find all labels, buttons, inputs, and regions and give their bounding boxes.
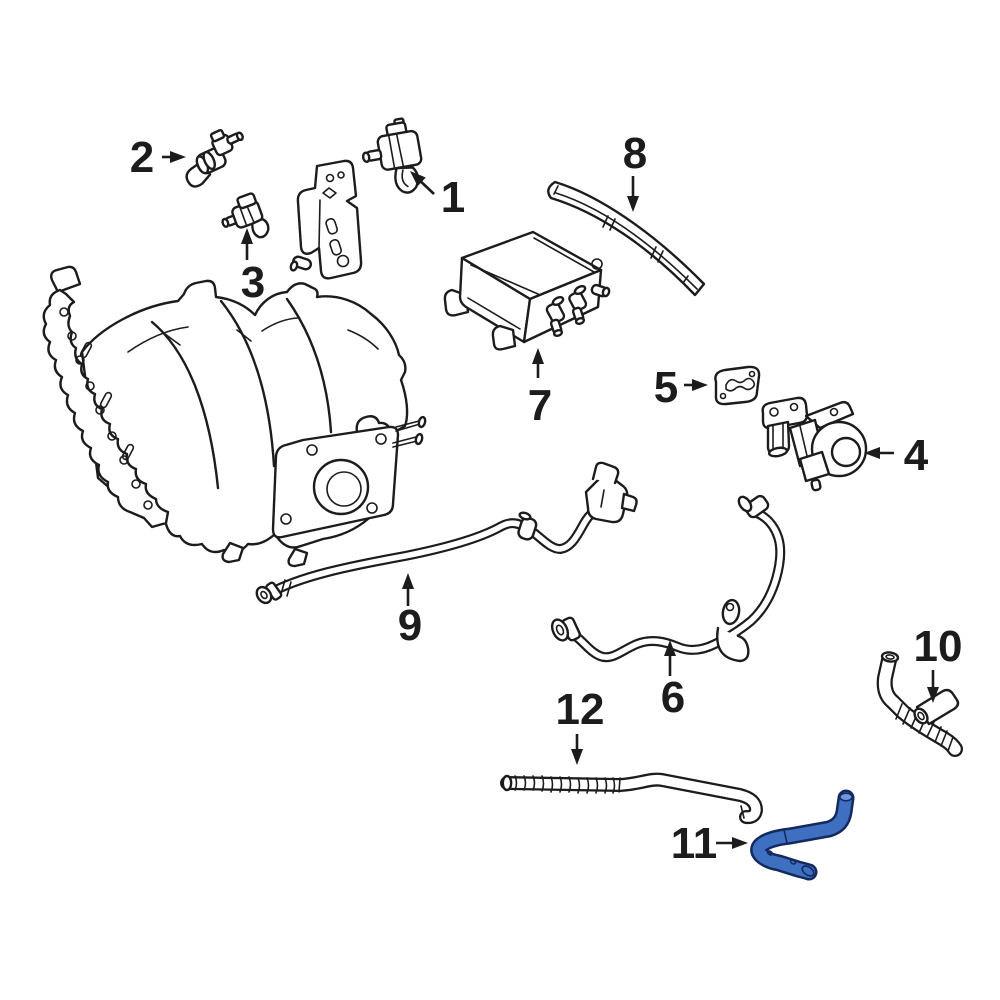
port-hole: [789, 402, 799, 412]
bolt-hole: [337, 171, 345, 179]
part-number-label[interactable]: 7: [528, 381, 552, 430]
hose-opening: [880, 651, 900, 663]
bolt-hole: [280, 513, 292, 525]
flange-bolt-holes: [59, 307, 153, 510]
hose-ribs: [514, 775, 616, 794]
callout-1[interactable]: 1: [406, 167, 465, 222]
bolt-hole: [719, 392, 727, 400]
canister-port: [568, 290, 588, 312]
part-number-label[interactable]: 2: [130, 133, 154, 182]
callout-7[interactable]: 7: [528, 348, 552, 430]
manifold-top-tab: [49, 265, 82, 294]
part-2-solenoid-valve-drawing: [185, 128, 244, 188]
part-number-label[interactable]: 9: [398, 601, 422, 650]
hose-ribs: [895, 703, 954, 752]
hose-seam: [783, 829, 788, 844]
highlight-hose-opening: [838, 792, 853, 802]
callout-2[interactable]: 2: [130, 133, 186, 182]
hose-opening: [501, 774, 513, 792]
canister-foot: [491, 324, 517, 351]
part-number-label[interactable]: 11: [671, 819, 718, 868]
bolt-hole: [325, 173, 335, 183]
part-number-label[interactable]: 6: [661, 673, 685, 722]
manifold-flange: [42, 288, 170, 529]
bolt-hole: [306, 444, 318, 456]
callout-11[interactable]: 11: [671, 819, 748, 868]
part-number-label[interactable]: 10: [914, 622, 963, 671]
callout-3[interactable]: 3: [241, 228, 265, 307]
part-1-solenoid-valve-drawing: [361, 117, 423, 194]
bolt-hole: [366, 502, 378, 514]
throttle-bore: [312, 458, 370, 516]
manifold-foot: [287, 547, 309, 568]
tube-end-fitting: [744, 494, 770, 519]
hose-end-fitting: [255, 585, 273, 605]
connector-plug: [584, 474, 629, 524]
highlight-hose-fill: [752, 792, 852, 878]
part-8-bracket-rail-drawing: [547, 180, 706, 297]
callout-9[interactable]: 9: [398, 573, 422, 650]
part-number-label[interactable]: 3: [241, 258, 265, 307]
part-number-label[interactable]: 1: [441, 173, 465, 222]
part-12-hose-drawing: [500, 772, 763, 825]
part-6-tube-drawing: [550, 494, 786, 663]
part-number-label[interactable]: 4: [904, 431, 929, 480]
part-10-hose-drawing: [876, 651, 963, 757]
mounting-bracket-drawing: [289, 159, 363, 280]
tube-bracket: [721, 598, 741, 626]
part-number-label[interactable]: 5: [654, 363, 678, 412]
port-hole: [769, 407, 779, 417]
part-number-label[interactable]: 12: [556, 685, 605, 734]
part-5-gasket-drawing: [714, 365, 761, 406]
part-11-hose-highlighted-drawing[interactable]: [750, 789, 855, 881]
part-number-label[interactable]: 8: [623, 129, 647, 178]
part-3-solenoid-valve-drawing: [221, 192, 270, 239]
callout-10[interactable]: 10: [914, 622, 963, 703]
callout-8[interactable]: 8: [623, 129, 647, 212]
intake-manifold-drawing: [42, 265, 427, 568]
part-4-valve-drawing: [761, 396, 868, 492]
part-7-canister-drawing: [443, 230, 611, 351]
bolt-hole: [336, 254, 350, 268]
canister-port: [545, 301, 566, 324]
bolt-hole: [748, 370, 756, 378]
highlight-hose-end: [801, 865, 815, 877]
callout-12[interactable]: 12: [556, 685, 605, 765]
manifold-foot: [221, 541, 245, 564]
part-9-hose-drawing: [255, 461, 638, 605]
callout-4[interactable]: 4: [864, 431, 929, 480]
tube-end-fitting: [550, 618, 570, 642]
bolt-hole: [375, 433, 387, 445]
callout-5[interactable]: 5: [654, 363, 708, 412]
callout-6[interactable]: 6: [661, 640, 685, 722]
